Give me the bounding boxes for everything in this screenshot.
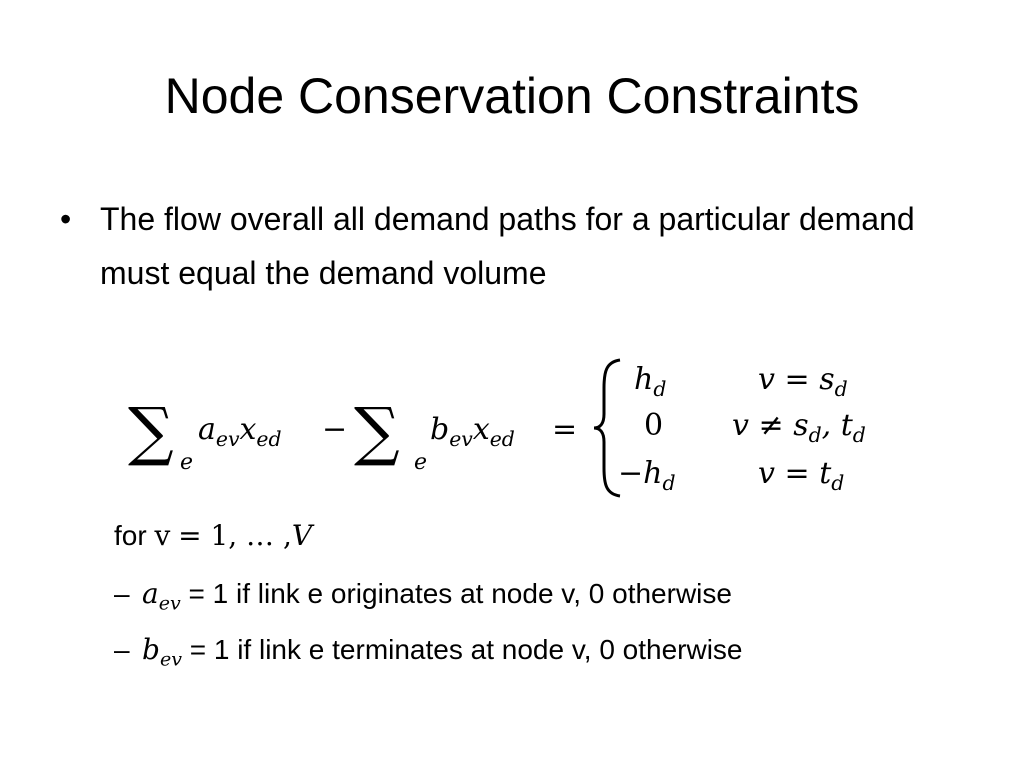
sub-item-symbol-sub: ev bbox=[159, 648, 182, 671]
for-var: v bbox=[154, 519, 171, 552]
sub-item-text: = 1 if link e originates at node v, 0 ot… bbox=[180, 578, 732, 609]
case-2-value: 0 bbox=[644, 408, 664, 443]
left-brace bbox=[593, 358, 621, 498]
sum-index-1: e bbox=[180, 450, 194, 475]
sub-item-dash: – bbox=[114, 634, 130, 665]
slide-title: Node Conservation Constraints bbox=[164, 68, 860, 124]
sum-symbol-1: ∑ bbox=[128, 395, 174, 469]
sub-item-b: –bev = 1 if link e terminates at node v,… bbox=[114, 630, 743, 670]
sub-item-a: –aev = 1 if link e originates at node v,… bbox=[114, 574, 732, 614]
minus-sign: − bbox=[322, 412, 348, 447]
sub-item-dash: – bbox=[114, 578, 130, 609]
case-1-condition: v = sd bbox=[758, 362, 848, 402]
term1-x-sub: ed bbox=[256, 427, 282, 452]
term1-a: a bbox=[198, 412, 216, 447]
term2-x: x bbox=[472, 412, 490, 447]
term-2: bevxed bbox=[430, 412, 515, 452]
case-3-condition: v = td bbox=[758, 456, 845, 496]
term2-b: b bbox=[430, 412, 450, 447]
term1-a-sub: ev bbox=[215, 427, 240, 452]
term2-b-sub: ev bbox=[449, 427, 473, 452]
sub-item-symbol: a bbox=[142, 577, 159, 610]
sum-symbol-2: ∑ bbox=[354, 395, 400, 469]
case-2-condition: v ≠ sd, td bbox=[732, 408, 866, 448]
equals-sign: = bbox=[552, 412, 578, 447]
case-1-value: hd bbox=[634, 362, 667, 402]
sum-index-2: e bbox=[414, 450, 428, 475]
for-range-line: for v = 1, … ,V bbox=[114, 516, 312, 556]
bullet-text: The flow overall all demand paths for a … bbox=[100, 201, 915, 291]
case-3-value: −hd bbox=[618, 456, 676, 496]
for-prefix: for bbox=[114, 520, 147, 551]
sub-item-symbol: b bbox=[142, 633, 160, 666]
for-upper: V bbox=[291, 519, 313, 552]
sub-item-text: = 1 if link e terminates at node v, 0 ot… bbox=[181, 634, 743, 665]
conservation-equation: ∑ e aevxed − ∑ e bevxed = hd v = sd 0 v … bbox=[128, 358, 908, 506]
term-1: aevxed bbox=[198, 412, 282, 452]
for-range: = 1, … , bbox=[178, 519, 292, 552]
bullet-marker: • bbox=[60, 201, 72, 237]
term2-x-sub: ed bbox=[489, 427, 515, 452]
term1-x: x bbox=[239, 412, 257, 447]
sub-item-symbol-sub: ev bbox=[158, 592, 181, 615]
